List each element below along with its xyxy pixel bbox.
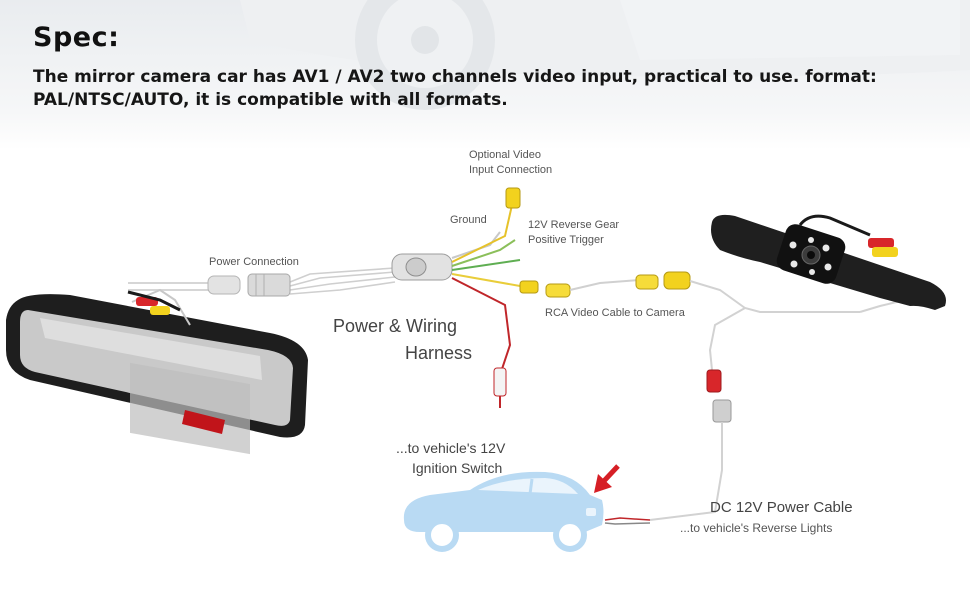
label-reverse-gear-line1: 12V Reverse Gear — [528, 219, 619, 231]
optional-video-connector — [505, 187, 521, 209]
power-connection-wires — [128, 267, 396, 295]
label-reverse-lights: ...to vehicle's Reverse Lights — [680, 521, 832, 535]
label-power-connection: Power Connection — [209, 256, 299, 268]
spec-description-line-2: PAL/NTSC/AUTO, it is compatible with all… — [33, 90, 508, 110]
label-optional-video-line2: Input Connection — [469, 164, 552, 176]
label-reverse-gear-line2: Positive Trigger — [528, 234, 604, 246]
power-connection-plug — [207, 273, 291, 297]
rca-video-cable — [519, 271, 906, 371]
spec-title: Spec: — [33, 22, 120, 53]
vehicle-illustration — [403, 471, 604, 552]
spec-description-line-1: The mirror camera car has AV1 / AV2 two … — [33, 67, 877, 87]
ignition-wire-plug — [493, 367, 507, 408]
harness-hub — [391, 253, 453, 281]
label-dc-power: DC 12V Power Cable — [710, 499, 853, 516]
label-ground: Ground — [450, 214, 487, 226]
label-optional-video-line1: Optional Video — [469, 149, 541, 161]
label-ignition-line2: Ignition Switch — [412, 460, 502, 476]
label-harness-line1: Power & Wiring — [333, 316, 457, 336]
backup-camera — [711, 214, 946, 310]
label-ignition-line1: ...to vehicle's 12V — [396, 440, 506, 456]
harness-wires — [451, 204, 521, 376]
rearview-mirror-monitor — [6, 288, 308, 455]
spec-description: The mirror camera car has AV1 / AV2 two … — [33, 66, 953, 112]
dc-power-cable — [604, 369, 732, 525]
label-harness-line2: Harness — [405, 343, 472, 363]
red-arrow-icon — [594, 464, 620, 493]
label-rca-cable: RCA Video Cable to Camera — [545, 307, 686, 319]
